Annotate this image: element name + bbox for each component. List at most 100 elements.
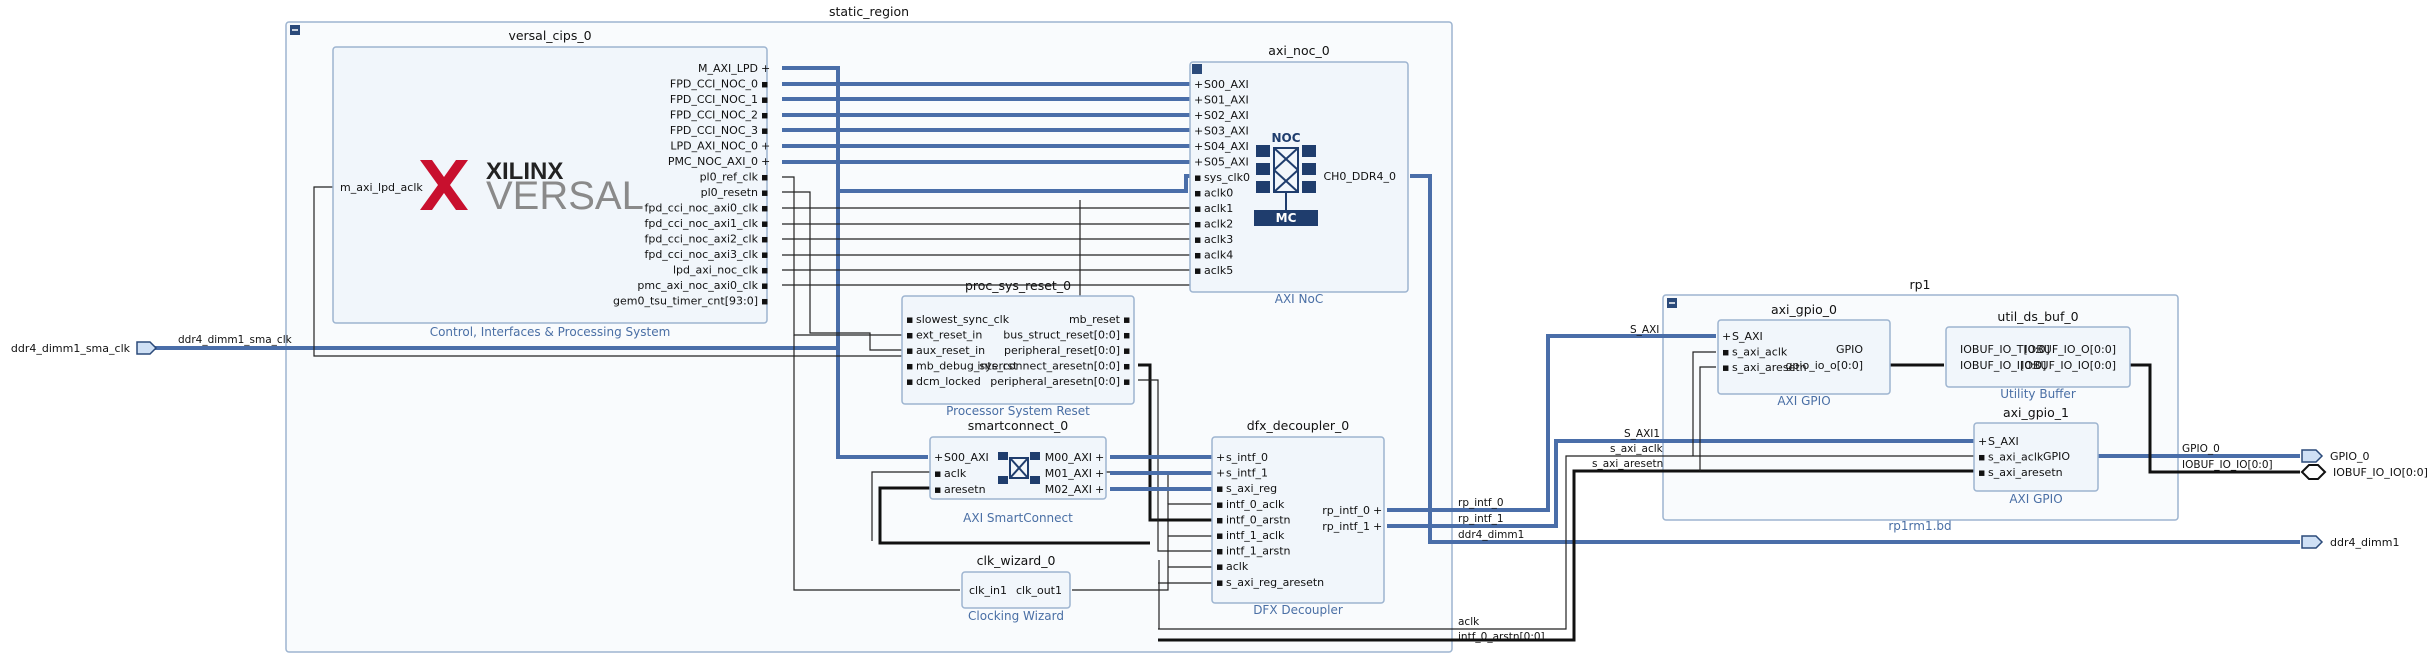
pin-s04-axi[interactable]: S04_AXI [1204,140,1249,153]
clk-wizard-box[interactable] [961,571,1071,609]
pin-bus-struct-reset-0-0[interactable]: bus_struct_reset[0:0] [1003,329,1120,342]
pin-m02-axi[interactable]: M02_AXI [1045,483,1092,496]
port-label-ddr4-dimm1: ddr4_dimm1 [2330,536,2399,549]
pin-s01-axi[interactable]: S01_AXI [1204,94,1249,107]
port-ddr4-dimm1-sma-clk[interactable]: ddr4_dimm1_sma_clk [11,341,158,355]
port-ddr4-dimm1[interactable]: ddr4_dimm1 [2301,535,2399,549]
pin-fpd-cci-noc-0[interactable]: FPD_CCI_NOC_0 [670,78,758,91]
pin-dcm-locked[interactable]: dcm_locked [916,375,981,388]
pin-pmc-noc-axi-0[interactable]: PMC_NOC_AXI_0 [668,155,758,168]
pin-m00-axi[interactable]: M00_AXI [1045,451,1092,464]
net-label-aclk: aclk [1458,616,1480,628]
pin-ext-reset-in[interactable]: ext_reset_in [916,329,982,342]
pin-s-axi-reg[interactable]: s_axi_reg [1226,482,1277,495]
pin-gpio-io-o-0-0[interactable]: gpio_io_o[0:0] [1785,359,1863,372]
axi-gpio-0-box[interactable] [1717,319,1891,395]
block-dfx-decoupler[interactable]: dfx_decoupler_0 DFX Decoupler s_intf_0+s… [1211,418,1385,617]
pin-intf-1-aclk[interactable]: intf_1_aclk [1226,529,1285,542]
pin-aresetn[interactable]: aresetn [944,483,986,496]
pin-s-axi-aclk[interactable]: s_axi_aclk [1988,451,2044,464]
pin-clk-in1[interactable]: clk_in1 [969,584,1007,597]
pin-fpd-cci-noc-2[interactable]: FPD_CCI_NOC_2 [670,109,758,122]
port-iobuf-io[interactable]: IOBUF_IO_IO[0:0] [2300,464,2428,480]
pin-peripheral-reset-0-0[interactable]: peripheral_reset[0:0] [1004,344,1120,357]
pin-gpio[interactable]: GPIO [1836,343,1863,356]
pin-interconnect-aresetn-0-0[interactable]: interconnect_aresetn[0:0] [977,360,1120,373]
pin-mb-reset[interactable]: mb_reset [1069,313,1121,326]
pin-iobuf-io-t-0-0[interactable]: IOBUF_IO_T[0:0] [1960,343,2050,356]
pin-aclk[interactable]: aclk [1226,560,1249,573]
pin-lpd-axi-noc-clk[interactable]: lpd_axi_noc_clk [673,264,759,277]
pin-pmc-axi-noc-axi0-clk[interactable]: pmc_axi_noc_axi0_clk [637,279,758,292]
pin-slowest-sync-clk[interactable]: slowest_sync_clk [916,313,1010,326]
block-proc-sys-reset[interactable]: proc_sys_reset_0 Processor System Reset … [901,278,1135,418]
pin-s-axi-aresetn[interactable]: s_axi_aresetn [1732,361,1807,374]
pin-mb-debug-sys-rst[interactable]: mb_debug_sys_rst [916,360,1018,373]
pin-pl0-resetn[interactable]: pl0_resetn [701,186,758,199]
block-smartconnect[interactable]: smartconnect_0 AXI SmartConnect S00_AXI+… [929,418,1107,525]
pin-lpd-axi-noc-0[interactable]: LPD_AXI_NOC_0 [670,140,758,153]
pin-s-axi-reg-aresetn[interactable]: s_axi_reg_aresetn [1226,576,1324,589]
pin-aclk[interactable]: aclk [944,467,967,480]
pin-iobuf-io-io-0-0[interactable]: IOBUF_IO_IO[0:0] [2021,359,2116,372]
pin-s-axi[interactable]: S_AXI [1988,435,2019,448]
pin-sys-clk0[interactable]: sys_clk0 [1204,171,1250,184]
pin-m01-axi[interactable]: M01_AXI [1045,467,1092,480]
pin-aclk4[interactable]: aclk4 [1204,249,1233,262]
pin-ch0-ddr4-0[interactable]: CH0_DDR4_0 [1323,170,1396,183]
pin-s05-axi[interactable]: S05_AXI [1204,156,1249,169]
pin-s00-axi[interactable]: S00_AXI [1204,78,1249,91]
collapse-axi-noc-icon[interactable] [1192,64,1202,74]
pin-s02-axi[interactable]: S02_AXI [1204,109,1249,122]
pin-gem0-tsu-timer-cnt-93-0[interactable]: gem0_tsu_timer_cnt[93:0] [613,295,758,308]
pin-clk-out1[interactable]: clk_out1 [1016,584,1062,597]
pin-s-intf-1[interactable]: s_intf_1 [1226,467,1268,480]
dfx-decoupler-title: dfx_decoupler_0 [1247,418,1350,433]
pin-s-axi-aresetn[interactable]: s_axi_aresetn [1988,466,2063,479]
pin-pl0-ref-clk[interactable]: pl0_ref_clk [700,171,759,184]
pin-intf-1-arstn[interactable]: intf_1_arstn [1226,545,1291,558]
wire-pl0-ref-clk-to-clk-wizard [793,335,960,591]
pin-fpd-cci-noc-axi3-clk[interactable]: fpd_cci_noc_axi3_clk [644,248,758,261]
pin-peripheral-aresetn-0-0[interactable]: peripheral_aresetn[0:0] [990,375,1120,388]
pin-s-intf-0[interactable]: s_intf_0 [1226,451,1268,464]
pin-s-axi-aclk[interactable]: s_axi_aclk [1732,346,1788,359]
pin-intf-0-arstn[interactable]: intf_0_arstn [1226,513,1291,526]
pin-aclk5[interactable]: aclk5 [1204,264,1233,277]
axi-gpio-1-box[interactable] [1973,422,2099,492]
pin-aclk3[interactable]: aclk3 [1204,233,1233,246]
versal-cips-box[interactable] [332,46,768,324]
pin-s00-axi[interactable]: S00_AXI [944,451,989,464]
pin-aclk2[interactable]: aclk2 [1204,218,1233,231]
pin-m-axi-lpd[interactable]: M_AXI_LPD [698,62,758,75]
block-axi-noc[interactable]: axi_noc_0 AXI NoC NOC MC S00_AXI+S01_AXI… [1189,43,1409,306]
block-axi-gpio-1[interactable]: axi_gpio_1 AXI GPIO S_AXI+s_axi_aclk▪s_a… [1973,405,2099,506]
pin-fpd-cci-noc-3[interactable]: FPD_CCI_NOC_3 [670,124,758,137]
pin-fpd-cci-noc-1[interactable]: FPD_CCI_NOC_1 [670,93,758,106]
pin-s03-axi[interactable]: S03_AXI [1204,125,1249,138]
pin-fpd-cci-noc-axi2-clk[interactable]: fpd_cci_noc_axi2_clk [644,233,758,246]
proc-sys-reset-box[interactable] [901,295,1135,405]
dfx-decoupler-subtitle: DFX Decoupler [1253,603,1343,617]
pin-intf-0-aclk[interactable]: intf_0_aclk [1226,498,1285,511]
block-axi-gpio-0[interactable]: axi_gpio_0 AXI GPIO S_AXI+s_axi_aclk▪s_a… [1717,302,1891,408]
pin-aclk1[interactable]: aclk1 [1204,202,1233,215]
block-clk-wizard[interactable]: clk_wizard_0 Clocking Wizard clk_in1 clk… [961,553,1071,623]
dfx-decoupler-box[interactable] [1211,436,1385,604]
util-ds-buf-box[interactable] [1945,326,2131,388]
pin-iobuf-io-o-0-0[interactable]: IOBUF_IO_O[0:0] [2024,343,2116,356]
pin-iobuf-io-i-0-0[interactable]: IOBUF_IO_I[0:0] [1960,359,2046,372]
pin-rp-intf-1[interactable]: rp_intf_1 [1322,520,1370,533]
block-util-ds-buf[interactable]: util_ds_buf_0 Utility Buffer IOBUF_IO_T[… [1945,309,2131,401]
pin-fpd-cci-noc-axi1-clk[interactable]: fpd_cci_noc_axi1_clk [644,217,758,230]
pin-fpd-cci-noc-axi0-clk[interactable]: fpd_cci_noc_axi0_clk [644,202,758,215]
pin-s-axi[interactable]: S_AXI [1732,330,1763,343]
block-versal-cips[interactable]: versal_cips_0 Control, Interfaces & Proc… [332,28,770,339]
pin-rp-intf-0[interactable]: rp_intf_0 [1322,504,1370,517]
pin-aux-reset-in[interactable]: aux_reset_in [916,344,985,357]
pin-gpio[interactable]: GPIO [2043,450,2070,463]
pin-aclk0[interactable]: aclk0 [1204,187,1233,200]
port-gpio-0[interactable]: GPIO_0 [2301,449,2370,463]
pin-m-axi-lpd-aclk[interactable]: m_axi_lpd_aclk [340,181,423,194]
